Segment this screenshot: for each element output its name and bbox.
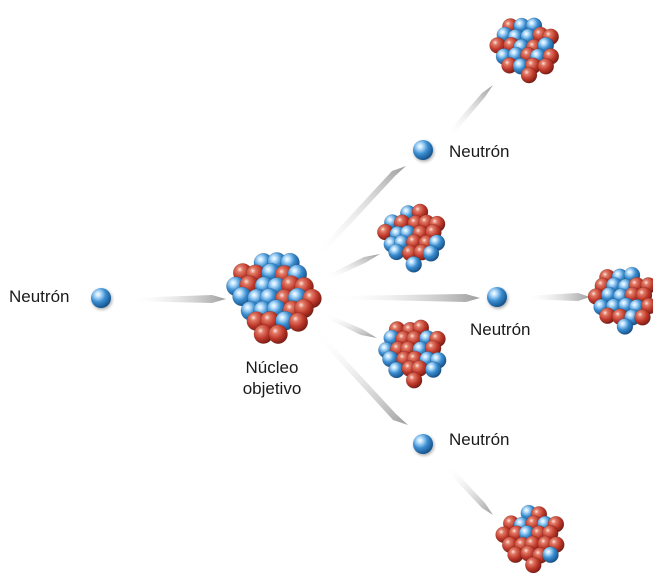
label-target-nucleus-line1: Núcleo — [222, 357, 322, 378]
arrow-to-fragment-top — [447, 85, 493, 137]
neutron-top-icon — [413, 140, 433, 160]
fragment-top-icon — [490, 18, 559, 83]
neutron-incoming-icon — [91, 288, 111, 308]
neutron-ball — [406, 256, 422, 272]
fragment-upper-icon — [377, 204, 445, 273]
neutron-ball — [617, 319, 633, 335]
fragment-right-icon — [588, 267, 653, 334]
arrow-to-neutron-middle — [330, 294, 480, 302]
neutron-ball — [425, 362, 441, 378]
fragment-lower-icon — [378, 320, 446, 388]
arrow-to-fragment-lower — [326, 314, 377, 338]
neutron-ball — [543, 547, 559, 563]
proton-ball — [269, 325, 288, 344]
neutron-ball — [423, 245, 439, 261]
label-neutron-top: Neutrón — [449, 142, 509, 162]
label-neutron-middle: Neutrón — [470, 320, 530, 340]
proton-ball — [289, 313, 308, 332]
arrow-to-fragment-upper — [326, 254, 380, 280]
arrows — [128, 85, 590, 515]
proton-ball — [525, 557, 541, 573]
arrow-incoming — [128, 295, 226, 303]
label-incoming-neutron: Neutrón — [9, 287, 69, 307]
neutron-middle-icon — [487, 287, 507, 307]
label-target-nucleus: Núcleo objetivo — [222, 357, 322, 399]
proton-ball — [521, 67, 537, 83]
arrow-to-fragment-right — [524, 293, 590, 301]
proton-ball — [635, 309, 651, 325]
arrow-to-fragment-bottom — [447, 467, 493, 515]
fragment-bottom-icon — [496, 505, 565, 573]
neutron-bottom-icon — [413, 434, 433, 454]
label-neutron-bottom: Neutrón — [449, 430, 509, 450]
proton-ball — [538, 58, 554, 74]
proton-ball — [406, 372, 422, 388]
label-target-nucleus-line2: objetivo — [222, 378, 322, 399]
target-nucleus-icon — [226, 252, 321, 343]
